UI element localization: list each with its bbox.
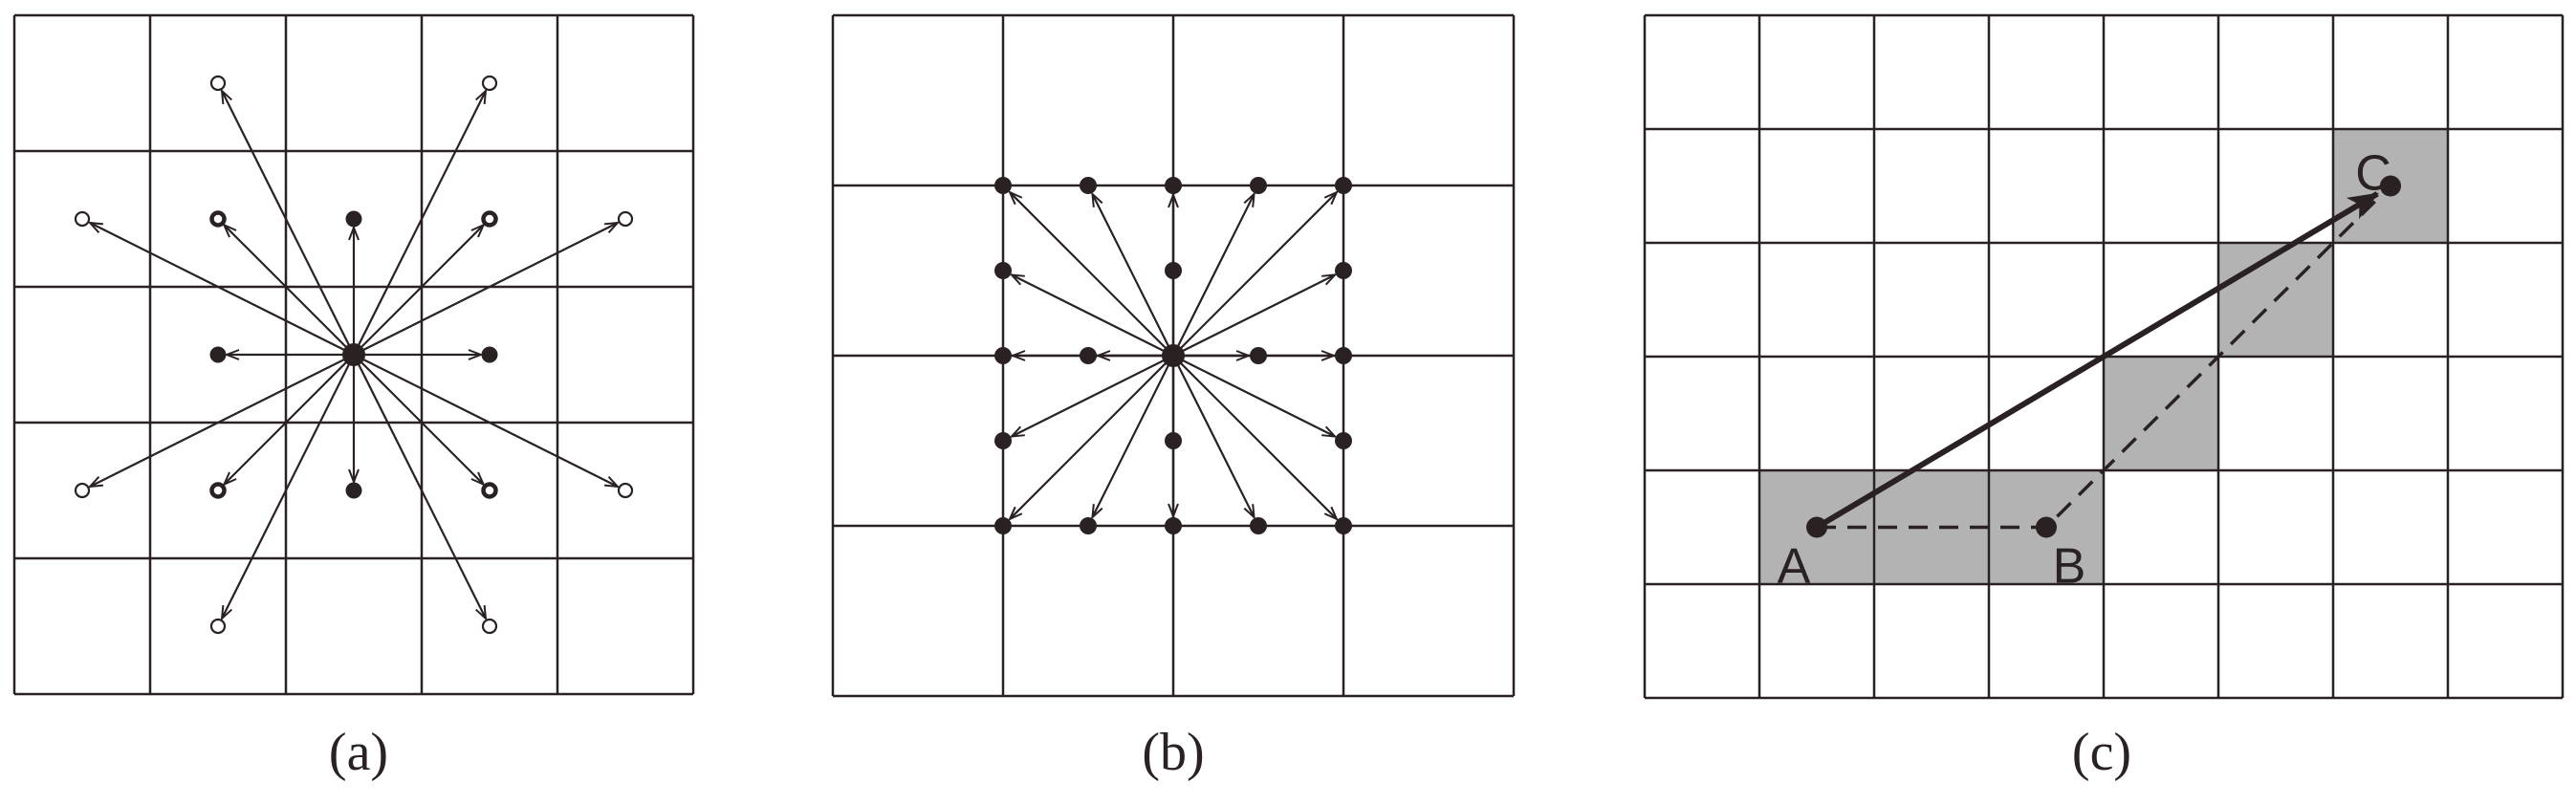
panel-a-target-dot xyxy=(345,210,362,228)
panel-b-target-dot xyxy=(1335,432,1352,449)
panel-c-arrow-a-to-c xyxy=(1815,191,2379,531)
panel-b-arrow xyxy=(1172,355,1335,437)
panel-a-target-open xyxy=(481,618,498,635)
panel-b-arrow xyxy=(1012,274,1174,357)
panel-a-dots xyxy=(74,75,634,635)
panel-a-target-ring xyxy=(209,210,227,228)
panel-b-target-dot xyxy=(994,262,1012,279)
panel-b-arrow xyxy=(1172,355,1337,519)
panel-b-target-dot xyxy=(1080,347,1097,364)
panel-b-arrow xyxy=(1010,192,1174,357)
panel-b-target-dot xyxy=(1335,517,1352,534)
panel-c-point-c xyxy=(2380,175,2401,197)
panel-a-target-open xyxy=(209,75,227,92)
panel-a-arrow xyxy=(222,354,355,619)
panel-a-arrows xyxy=(90,91,618,619)
panel-c-points: A B C xyxy=(1778,146,2401,595)
panel-a-arrow xyxy=(353,354,618,487)
panel-b-arrow xyxy=(1010,355,1174,519)
panel-b-source-dot xyxy=(1162,344,1185,367)
panel-b-target-dot xyxy=(1080,517,1097,534)
panel-a-target-open xyxy=(74,482,91,499)
panel-a-target-open xyxy=(209,618,227,635)
panel-b-arrow xyxy=(1012,355,1174,437)
panel-b: (b) xyxy=(831,13,1516,782)
panel-a-target-dot xyxy=(345,482,362,499)
panel-b-target-dot xyxy=(1165,517,1182,534)
panel-b-target-dot xyxy=(994,177,1012,194)
panel-b-target-dot xyxy=(1080,177,1097,194)
panel-b-target-dot xyxy=(994,517,1012,534)
panel-b-arrow xyxy=(1172,192,1337,357)
panel-b-caption: (b) xyxy=(1142,723,1204,782)
panel-a-source-dot xyxy=(342,343,365,366)
panel-b-arrow xyxy=(1092,355,1174,517)
panel-b-target-dot xyxy=(1250,347,1267,364)
panel-a-arrow xyxy=(222,91,355,356)
panel-b-target-dot xyxy=(994,347,1012,364)
panel-c-point-b xyxy=(2036,516,2057,538)
panel-b-arrow xyxy=(1172,355,1255,517)
panel-a-arrow xyxy=(224,354,355,485)
panel-a-target-dot xyxy=(209,346,227,363)
panel-a-target-ring xyxy=(209,482,227,499)
panel-a-arrow xyxy=(353,354,486,619)
panel-a-arrow xyxy=(90,354,355,487)
panel-b-arrow xyxy=(1172,274,1335,357)
panel-a-target-dot xyxy=(481,346,498,363)
panel-b-target-dot xyxy=(1335,262,1352,279)
panel-c-caption: (c) xyxy=(2072,723,2131,782)
panel-b-target-dot xyxy=(1250,177,1267,194)
panel-a-arrow xyxy=(353,354,484,485)
panel-a-target-open xyxy=(617,482,634,499)
panel-b-arrows xyxy=(1010,192,1337,519)
panel-a-target-open xyxy=(481,75,498,92)
panel-c-point-label-c: C xyxy=(2355,146,2391,202)
panel-c-point-label-b: B xyxy=(2053,539,2086,595)
panel-c-point-a xyxy=(1806,516,1827,538)
panel-a-target-open xyxy=(617,210,634,228)
panel-a-arrow xyxy=(353,225,484,356)
panel-a-arrow xyxy=(224,225,355,356)
panel-a-arrow xyxy=(90,223,355,356)
panel-b-target-dot xyxy=(1250,517,1267,534)
panel-a-target-ring xyxy=(481,482,498,499)
panel-b-arrow xyxy=(1092,194,1174,357)
panel-a-arrow xyxy=(353,91,486,356)
panel-a: (a) xyxy=(12,13,695,782)
panel-b-arrow xyxy=(1172,194,1255,357)
panel-a-caption: (a) xyxy=(329,723,388,782)
panel-b-target-dot xyxy=(994,432,1012,449)
panel-c-shaded-cell xyxy=(2104,357,2218,470)
panel-b-target-dot xyxy=(1335,347,1352,364)
panel-a-arrow xyxy=(353,223,618,356)
panel-c: A B C (c) xyxy=(1643,13,2565,782)
panel-b-plain-dot xyxy=(1165,262,1182,279)
panel-b-target-dot xyxy=(1335,177,1352,194)
panel-b-dots xyxy=(994,177,1352,534)
panel-c-point-label-a: A xyxy=(1778,539,1811,595)
panel-a-target-open xyxy=(74,210,91,228)
panel-b-target-dot xyxy=(1165,177,1182,194)
panel-b-plain-dot xyxy=(1165,432,1182,449)
panel-a-target-ring xyxy=(481,210,498,228)
